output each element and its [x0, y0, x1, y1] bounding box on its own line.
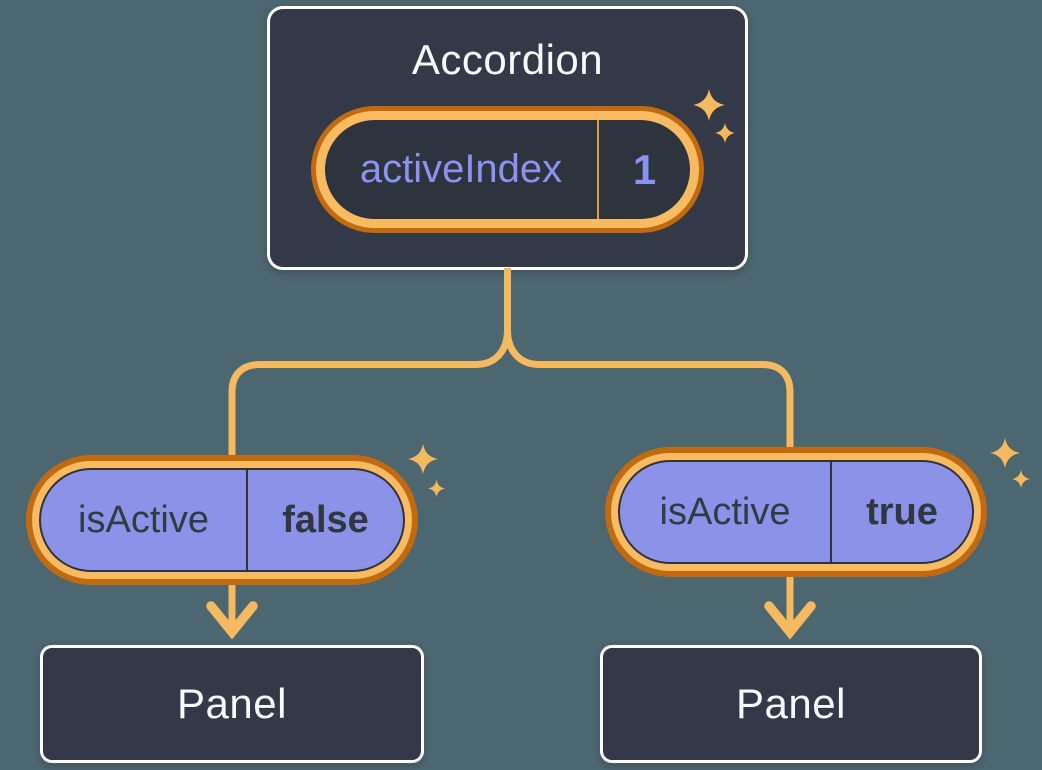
panel-node-right: Panel [600, 645, 982, 763]
state-name: activeIndex [359, 147, 563, 191]
prop-name: isActive [659, 490, 791, 533]
isactive-pill-right: isActive true [618, 460, 974, 564]
panel-node-left: Panel [40, 645, 424, 763]
state-value: 1 [597, 120, 690, 219]
panel-label: Panel [736, 680, 846, 727]
prop-value: false [246, 470, 403, 570]
sparkle-icon [428, 480, 445, 497]
accordion-node: Accordion activeIndex 1 [267, 6, 748, 270]
sparkle-icon [693, 89, 725, 121]
branch-right-line [504, 268, 794, 626]
state-pill-highlight-ring: activeIndex 1 [311, 106, 704, 233]
prop-value: true [830, 462, 972, 562]
isactive-pill-left-ring: isActive false [26, 455, 418, 585]
arrow-down-icon [764, 601, 816, 640]
sparkle-icon [1012, 470, 1030, 488]
panel-label: Panel [177, 680, 287, 727]
isactive-pill-left: isActive false [39, 468, 405, 572]
sparkle-icon [408, 444, 438, 474]
accordion-title: Accordion [411, 36, 604, 83]
arrow-down-icon [206, 601, 258, 640]
prop-name: isActive [78, 498, 209, 541]
isactive-pill-right-ring: isActive true [605, 447, 987, 577]
sparkle-icon [990, 438, 1020, 468]
state-pill: activeIndex 1 [325, 120, 690, 219]
sparkle-icon [715, 123, 735, 143]
